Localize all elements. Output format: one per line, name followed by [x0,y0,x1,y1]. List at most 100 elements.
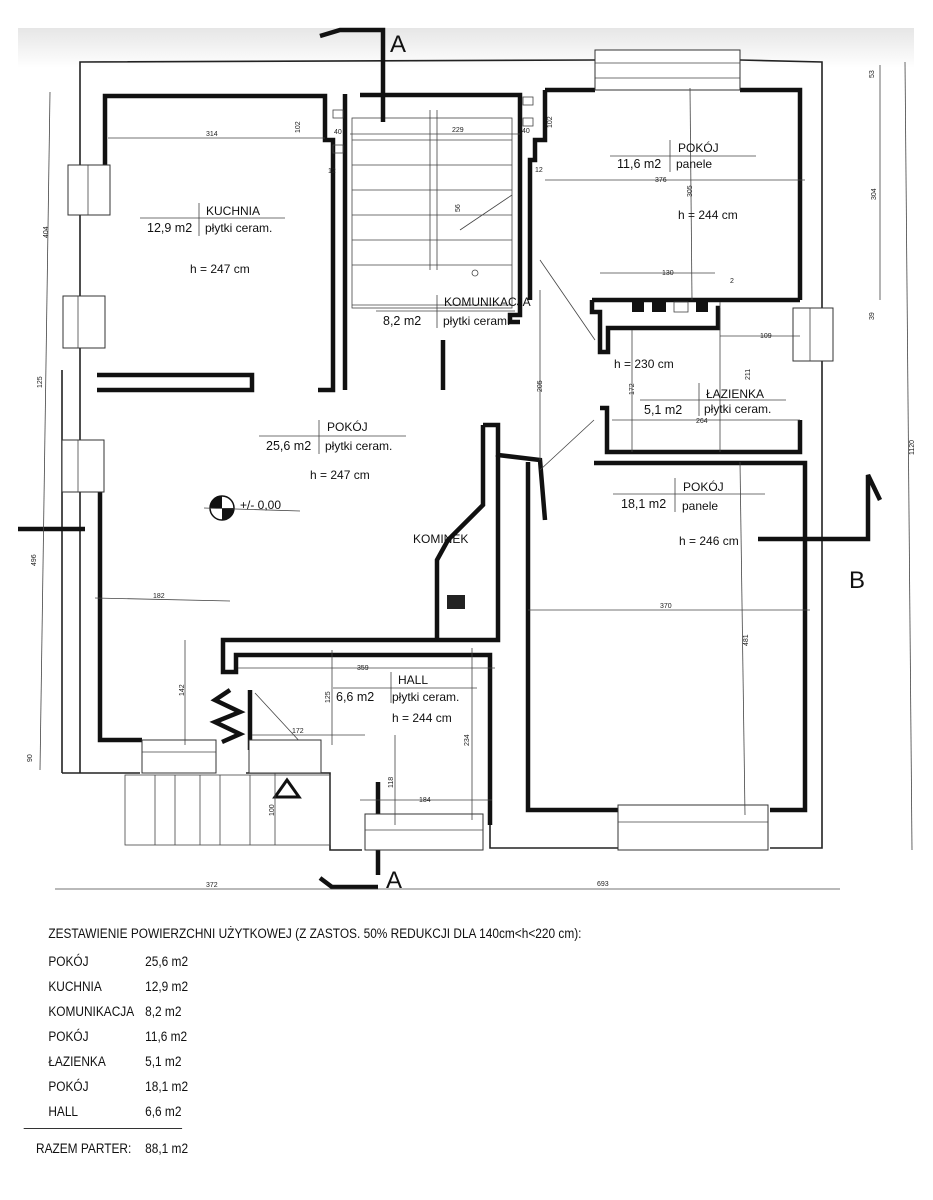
dimension-label: 39 [869,312,876,320]
dimension-label: 496 [31,554,38,566]
room-area: 12,9 m2 [147,221,192,235]
summary-row: HALL 6,6 m2 [48,1099,581,1124]
summary-room-area: 11,6 m2 [145,1029,188,1044]
summary-room-area: 5,1 m2 [145,1054,182,1069]
summary-room-name: POKÓJ [48,1079,89,1094]
room-hall: HALL 6,6 m2 płytki ceram. h = 244 cm [333,672,477,725]
dimension-label: 1120 [909,440,916,455]
room-name: HALL [398,673,428,687]
dimension-label: 90 [27,754,34,762]
summary-row: ŁAZIENKA 5,1 m2 [48,1049,581,1074]
dimension-label: 404 [43,226,50,238]
dimension-label: 372 [206,882,218,889]
dimension-label: 234 [464,734,471,746]
dimension-label: 102 [547,116,554,128]
dimension-label: 172 [629,383,636,395]
room-floor: płytki ceram. [704,402,771,416]
room-name: POKÓJ [327,419,368,434]
room-height: h = 247 cm [190,262,250,276]
room-height: h = 247 cm [310,468,370,482]
dimension-label: 184 [419,797,431,804]
room-floor: panele [676,157,712,171]
summary-room-area: 8,2 m2 [145,1004,182,1019]
summary-room-name: POKÓJ [48,1029,89,1044]
room-floor: płytki ceram. [205,221,272,235]
room-area: 18,1 m2 [621,497,666,511]
inner-walls [97,87,808,875]
dimension-label: 56 [455,204,462,212]
entrance-symbols [209,688,302,799]
dimension-label: 182 [153,593,165,600]
dimension-label: 125 [37,376,44,388]
area-summary: ZESTAWIENIE POWIERZCHNI UŻYTKOWEJ (Z ZAS… [23,926,582,1161]
summary-row: POKÓJ 11,6 m2 [48,1024,581,1049]
summary-room-area: 25,6 m2 [145,954,189,969]
windows [61,49,834,851]
summary-room-area: 6,6 m2 [145,1104,182,1119]
room-name: POKÓJ [683,479,724,494]
room-area: 8,2 m2 [383,314,421,328]
dimension-lines [39,61,913,890]
dimension-label: 370 [660,603,672,610]
summary-row: POKÓJ 18,1 m2 [48,1074,581,1099]
summary-room-area: 18,1 m2 [145,1079,189,1094]
stairs [124,110,596,846]
level-mark-label: +/- 0,00 [240,498,281,512]
room-komunikacja: KOMUNIKACJA 8,2 m2 płytki ceram. [376,295,531,328]
summary-title: ZESTAWIENIE POWIERZCHNI UŻYTKOWEJ (Z ZAS… [48,926,582,941]
section-b-label: B [849,567,865,594]
dimension-label: 304 [871,188,878,200]
room-floor: panele [682,499,718,513]
summary-total: RAZEM PARTER:88,1 m2 [36,1135,581,1161]
room-labels: KUCHNIA 12,9 m2 płytki ceram. h = 247 cm… [140,140,786,725]
dimension-label: 314 [206,131,218,138]
dimension-label: 305 [687,185,694,197]
dimension-label: 359 [357,665,369,672]
dimension-label: 109 [760,333,772,340]
dimension-label: 211 [745,369,752,380]
room-kuchnia: KUCHNIA 12,9 m2 płytki ceram. h = 247 cm [140,203,285,276]
dimension-label: 118 [388,777,395,788]
summary-room-name: POKÓJ [48,954,89,969]
section-a-top-label: A [390,31,406,58]
room-height: h = 230 cm [614,357,674,371]
summary-divider [23,1128,183,1129]
dimension-label: 142 [179,684,186,696]
dimension-label: 130 [662,270,674,277]
room-pokoj-18: POKÓJ 18,1 m2 panele h = 246 cm [613,478,765,548]
room-height: h = 244 cm [678,208,738,222]
room-floor: płytki ceram. [325,439,392,453]
dimension-label: 2 [730,278,734,285]
summary-total-value: 88,1 m2 [145,1140,189,1156]
room-height: h = 244 cm [392,711,452,725]
summary-room-name: HALL [48,1104,79,1119]
kominek-label: KOMINEK [413,532,468,546]
dimension-label: 481 [743,634,750,646]
dimension-label: 100 [269,804,276,816]
level-mark [203,495,301,521]
dimension-label: 12 [328,168,336,175]
section-a-bottom-label: A [386,867,402,894]
dimension-label: 102 [295,121,302,133]
summary-row: KOMUNIKACJA 8,2 m2 [48,999,581,1024]
section-lines: A A B [18,27,883,894]
room-floor: płytki ceram. [443,314,510,328]
dimension-label: 264 [696,418,708,425]
room-pokoj-25: POKÓJ 25,6 m2 płytki ceram. h = 247 cm [259,419,406,482]
dimension-label: 40 [334,129,342,136]
summary-room-name: ŁAZIENKA [48,1054,106,1069]
summary-room-name: KOMUNIKACJA [48,1004,135,1019]
room-name: KOMUNIKACJA [444,295,531,309]
room-name: ŁAZIENKA [706,387,764,401]
summary-row: POKÓJ 25,6 m2 [48,949,581,974]
room-area: 25,6 m2 [266,439,311,453]
dimension-label: 693 [597,881,609,888]
dimension-label: 229 [452,127,464,134]
dimension-label: 172 [292,728,304,735]
ventilation-ducts [332,96,708,609]
dimension-label: 205 [537,380,544,392]
room-name: KUCHNIA [206,204,260,218]
